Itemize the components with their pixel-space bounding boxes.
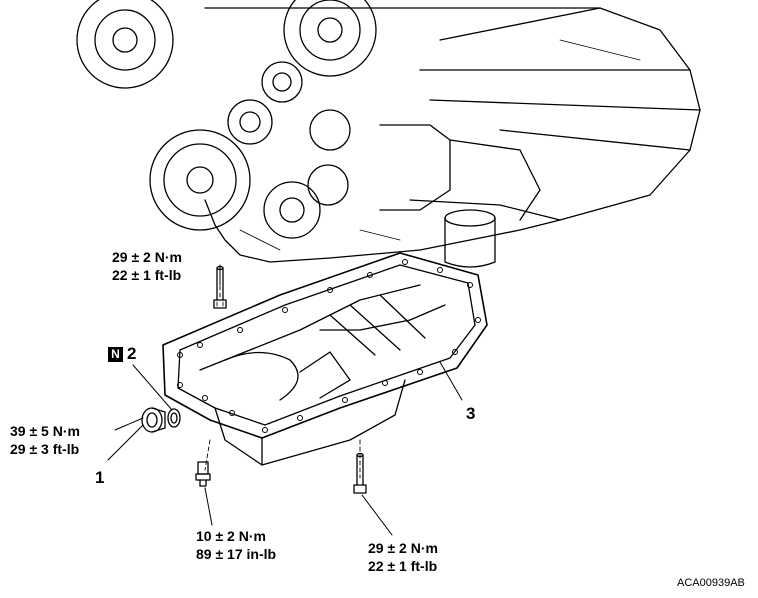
cam-pulley-top xyxy=(283,0,377,77)
crank-pulley-top xyxy=(76,0,174,89)
small-bolt-torque-nm: 10 ± 2 N·m xyxy=(196,528,266,544)
figure-code: ACA00939AB xyxy=(677,577,745,589)
small-bolt xyxy=(195,461,211,487)
new-part-marker: N xyxy=(108,347,123,362)
engine-block-illustration xyxy=(76,0,701,268)
drain-plug-torque-ftlb: 29 ± 3 ft-lb xyxy=(10,441,80,457)
drain-plug-torque-nm: 39 ± 5 N·m xyxy=(10,423,80,439)
idler-pulley-1 xyxy=(261,61,303,103)
leader-lines xyxy=(107,264,463,536)
main-pulley xyxy=(149,129,251,231)
oil-filter xyxy=(444,209,496,268)
bottom-bolt xyxy=(353,452,367,494)
idler-pulley-2 xyxy=(227,99,273,145)
alignment-lines xyxy=(204,264,361,479)
drain-plug-number: 1 xyxy=(95,468,105,487)
drain-plug-gasket xyxy=(167,408,181,428)
lower-pulley-1 xyxy=(263,181,321,239)
oil-pan-number: 3 xyxy=(466,404,476,423)
top-bolt-torque-ftlb: 22 ± 1 ft-lb xyxy=(112,267,182,283)
small-bolt-torque-inlb: 89 ± 17 in-lb xyxy=(196,546,277,562)
lower-pulley-2 xyxy=(307,164,349,206)
top-bolt-torque-nm: 29 ± 2 N·m xyxy=(112,249,182,265)
bottom-bolt-torque-ftlb: 22 ± 1 ft-lb xyxy=(368,558,438,574)
drain-plug xyxy=(141,407,166,433)
oil-pan xyxy=(162,252,488,466)
top-bolt xyxy=(213,265,227,309)
gasket-number: 2 xyxy=(127,344,137,363)
idler-pulley-3 xyxy=(309,109,351,151)
flange-bolt-holes xyxy=(177,259,481,433)
bottom-bolt-torque-nm: 29 ± 2 N·m xyxy=(368,540,438,556)
